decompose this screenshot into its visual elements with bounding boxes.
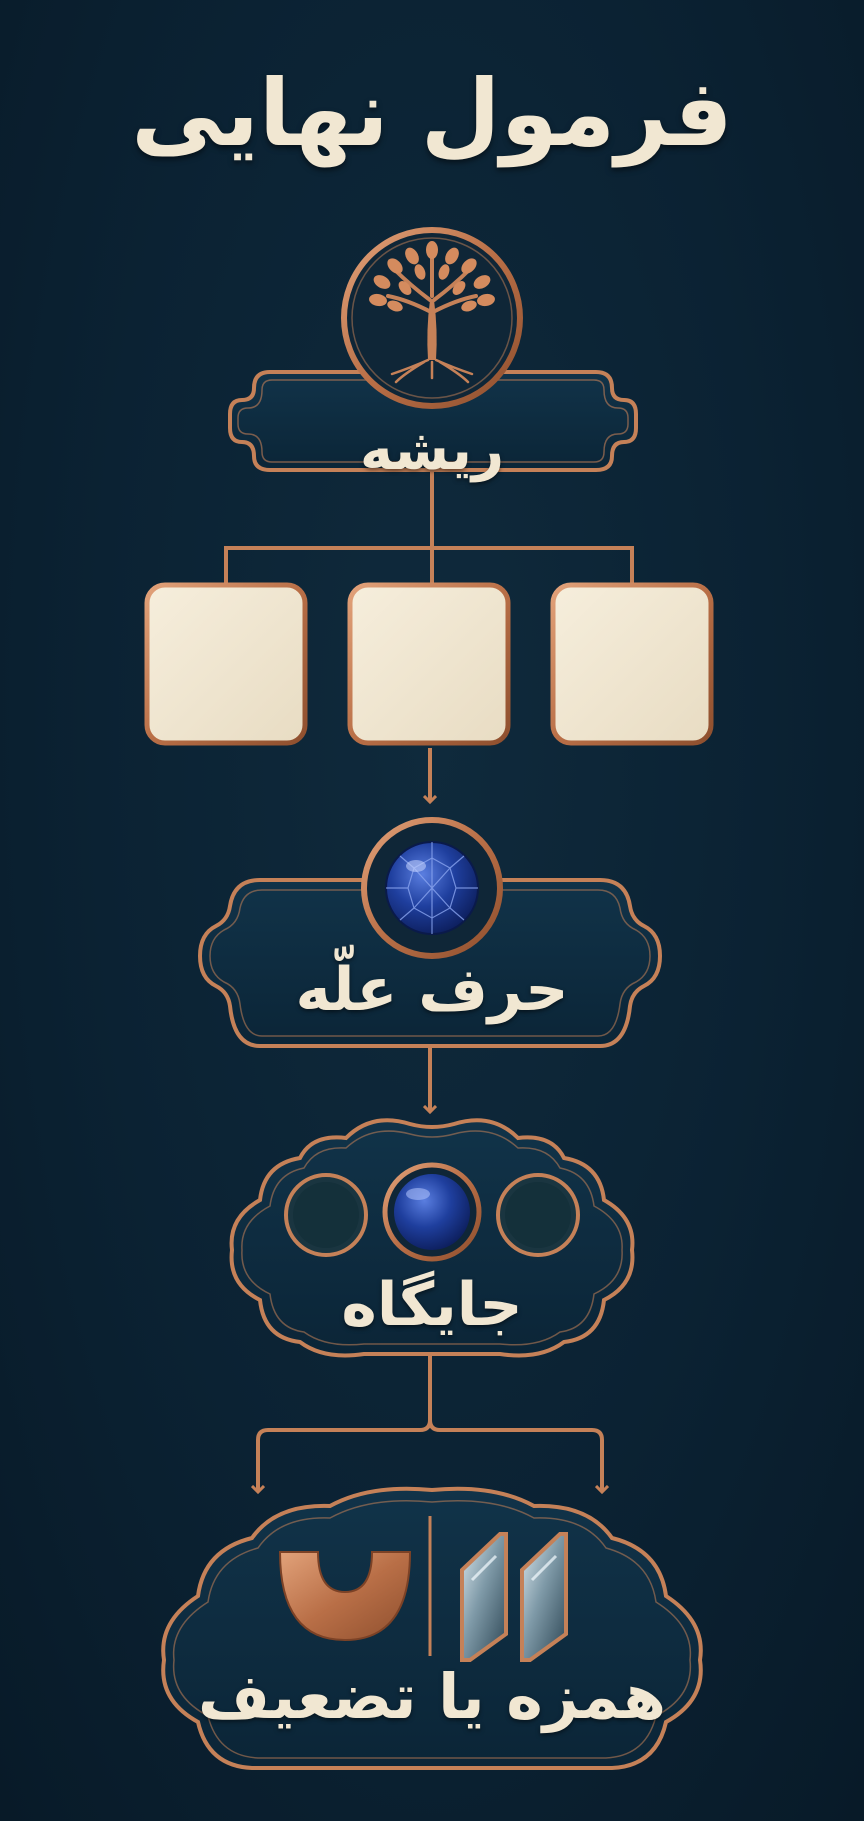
root-panel [228, 370, 638, 472]
tree-icon [341, 227, 523, 409]
hamza-doubling-label: همزه یا تضعیف [198, 1660, 666, 1733]
weak-letter-panel [197, 878, 663, 1048]
root-label: ریشه [359, 418, 505, 483]
sapphire-gem-icon [361, 817, 503, 959]
double-glass-bars-icon [460, 1532, 568, 1662]
letter-box-middle [347, 582, 511, 746]
position-branch-connector [258, 1356, 602, 1492]
copper-u-shape-icon [278, 1551, 412, 1642]
root-branch-connector [224, 470, 634, 590]
page-title: فرمول نهایی [131, 60, 733, 167]
position-label: جایگاه [341, 1270, 523, 1340]
letter-box-left [144, 582, 308, 746]
letter-box-right [550, 582, 714, 746]
three-slot-dots-icon [284, 1162, 580, 1262]
weak-letter-label: حرف علّه [295, 955, 569, 1025]
